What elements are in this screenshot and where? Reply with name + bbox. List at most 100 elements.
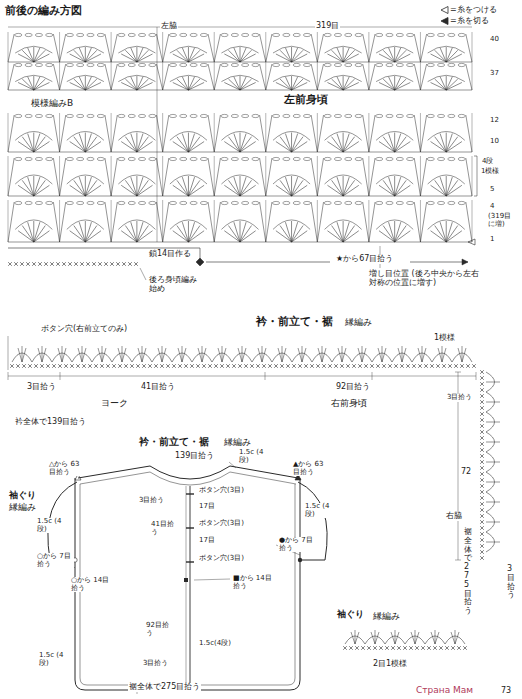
stitch-stroke xyxy=(285,222,291,242)
stitch-stroke xyxy=(240,177,246,196)
stitch-stroke xyxy=(8,27,472,28)
chain-stitch xyxy=(128,157,135,160)
stitch-stroke xyxy=(188,47,189,62)
stitch-stroke xyxy=(318,348,322,362)
stitch-stroke xyxy=(60,158,66,196)
stitch-stroke xyxy=(118,348,122,362)
stitch-stroke xyxy=(486,482,500,483)
stitch-stroke xyxy=(137,48,143,62)
chain-stitch xyxy=(458,157,465,160)
stitch-stroke xyxy=(446,185,462,196)
stitch-stroke xyxy=(446,176,447,196)
stitch-stroke xyxy=(343,77,349,90)
stitch-stroke xyxy=(446,50,458,62)
stitch-stroke xyxy=(134,262,138,266)
legend-text: =糸を切る xyxy=(450,15,489,26)
chain-stitch xyxy=(345,157,352,160)
stitch-stroke xyxy=(98,262,102,266)
chart-label: 裾全体で275目拾う xyxy=(463,528,473,616)
stitch-stroke xyxy=(214,364,218,368)
stitch-stroke xyxy=(240,77,246,90)
stitch-stroke xyxy=(446,226,458,242)
chain-stitch xyxy=(35,157,42,160)
chain-stitch xyxy=(128,33,135,36)
stitch-stroke xyxy=(480,442,484,446)
stitch-stroke xyxy=(15,220,52,229)
stitch-stroke xyxy=(466,158,472,196)
stitch-stroke xyxy=(142,364,146,368)
stitch-stroke xyxy=(364,364,368,368)
stitch-stroke xyxy=(395,50,407,62)
chain-stitch xyxy=(376,201,383,204)
stitch-stroke xyxy=(34,364,38,368)
marker xyxy=(298,558,302,562)
stitch-stroke xyxy=(34,185,50,196)
stitch-stroke xyxy=(221,46,258,53)
chain-stitch xyxy=(252,201,259,204)
stitch-stroke xyxy=(182,348,186,362)
stitch-stroke xyxy=(228,50,240,62)
stitch-stroke xyxy=(383,226,395,242)
stitch-stroke xyxy=(56,262,60,266)
stitch-stroke xyxy=(258,348,262,362)
chain-stitch xyxy=(231,63,238,66)
stitch-stroke xyxy=(474,156,477,157)
stitch-stroke xyxy=(118,364,122,368)
chart-label: △から 63目拾う xyxy=(48,461,86,476)
stitch-stroke xyxy=(131,48,137,62)
chain-stitch xyxy=(87,63,94,66)
stitch-stroke xyxy=(363,34,369,62)
stitch-stroke xyxy=(363,64,369,90)
stitch-stroke xyxy=(343,222,349,242)
stitch-stroke xyxy=(421,646,425,650)
chain-stitch xyxy=(35,33,42,36)
stitch-stroke xyxy=(343,137,355,152)
stitch-stroke xyxy=(85,222,91,242)
stitch-stroke xyxy=(244,364,248,368)
stitch-stroke xyxy=(67,220,104,229)
chart-label: 139目拾う xyxy=(174,452,215,461)
stitch-stroke xyxy=(34,222,40,242)
stitch-stroke xyxy=(8,262,12,266)
stitch-stroke xyxy=(427,646,431,650)
stitch-stroke xyxy=(34,77,40,90)
stitch-stroke xyxy=(224,82,240,90)
stitch-stroke xyxy=(282,348,286,362)
stitch-stroke xyxy=(60,372,61,380)
stitch-stroke xyxy=(157,27,158,242)
stitch-stroke xyxy=(125,79,137,90)
stitch-stroke xyxy=(85,76,86,90)
stitch-stroke xyxy=(286,364,290,368)
stitch-stroke xyxy=(337,77,343,90)
stitch-stroke xyxy=(486,382,500,383)
stitch-stroke xyxy=(420,64,426,90)
stitch-stroke xyxy=(214,202,220,242)
stitch-stroke xyxy=(266,64,272,90)
stitch-stroke xyxy=(480,496,484,500)
stitch-stroke xyxy=(480,448,484,452)
stitch-stroke xyxy=(266,202,272,242)
stitch-stroke xyxy=(317,115,323,152)
stitch-stroke xyxy=(292,226,304,242)
chart-label: 1.5c(4段) xyxy=(198,640,232,648)
stitch-stroke xyxy=(131,222,137,242)
stitch-stroke xyxy=(160,364,164,368)
chain-stitch xyxy=(15,63,22,66)
stitch-stroke xyxy=(431,632,435,644)
stitch-stroke xyxy=(8,200,9,242)
stitch-stroke xyxy=(38,262,42,266)
stitch-stroke xyxy=(369,64,375,90)
stitch-stroke xyxy=(368,200,369,242)
chart-label: 1.5c (4段) xyxy=(238,449,266,464)
chain-stitch xyxy=(87,157,94,160)
stitch-stroke xyxy=(285,134,291,152)
chain-stitch xyxy=(334,63,341,66)
stitch-stroke xyxy=(234,77,240,90)
stitch-stroke xyxy=(218,348,222,362)
stitch-stroke xyxy=(158,348,162,362)
stitch-stroke xyxy=(369,34,375,62)
stitch-stroke xyxy=(33,176,34,196)
stitch-stroke xyxy=(394,176,395,196)
stitch-stroke xyxy=(137,77,143,90)
stitch-stroke xyxy=(466,202,472,242)
